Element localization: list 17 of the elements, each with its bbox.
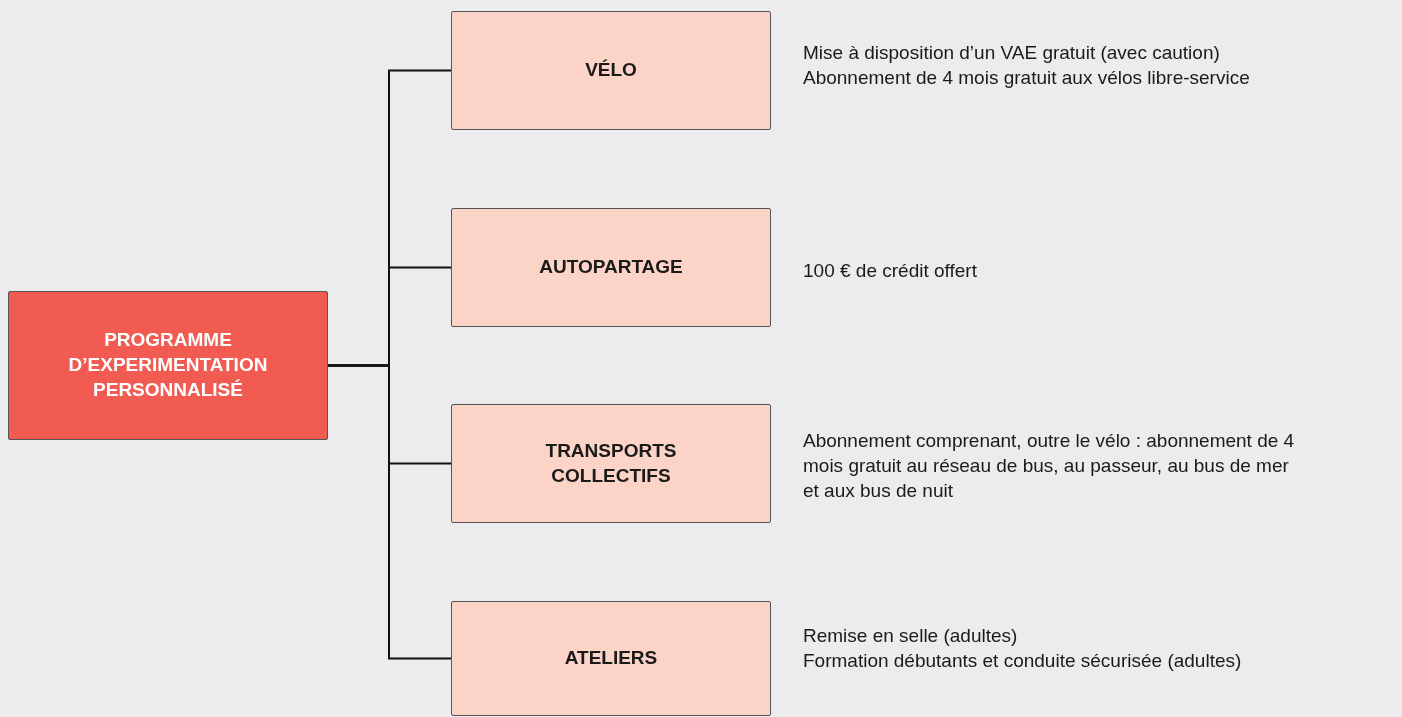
program-box <box>8 291 328 440</box>
description-text: 100 € de crédit offert <box>803 259 978 283</box>
category-box <box>451 208 771 327</box>
description-text: Abonnement de 4 mois gratuit aux vélos libre-service <box>803 66 1251 91</box>
description-text: Mise à disposition d’un VAE gratuit (avec caution) <box>803 41 1221 65</box>
connector-line <box>327 364 452 660</box>
node-title: AUTOPARTAGE <box>539 255 683 280</box>
description-text: Formation débutants et conduite sécurisée (adultes) <box>803 649 1243 674</box>
node-title: VÉLO <box>585 58 637 83</box>
category-box <box>451 404 771 523</box>
node-title: PROGRAMME D’EXPERIMENTATION PERSONNALISÉ <box>67 328 269 402</box>
category-box <box>451 11 771 130</box>
node-title: ATELIERS <box>564 646 658 671</box>
description-text: Abonnement comprenant, outre le vélo : abonnement de 4 mois gratuit au réseau de bus, au passeur, au bus de mer et aux bus de nuit <box>803 429 1296 504</box>
node-title: TRANSPORTS COLLECTIFS <box>544 438 678 488</box>
description-text: Remise en selle (adultes) <box>803 624 1019 648</box>
category-box <box>451 601 771 716</box>
